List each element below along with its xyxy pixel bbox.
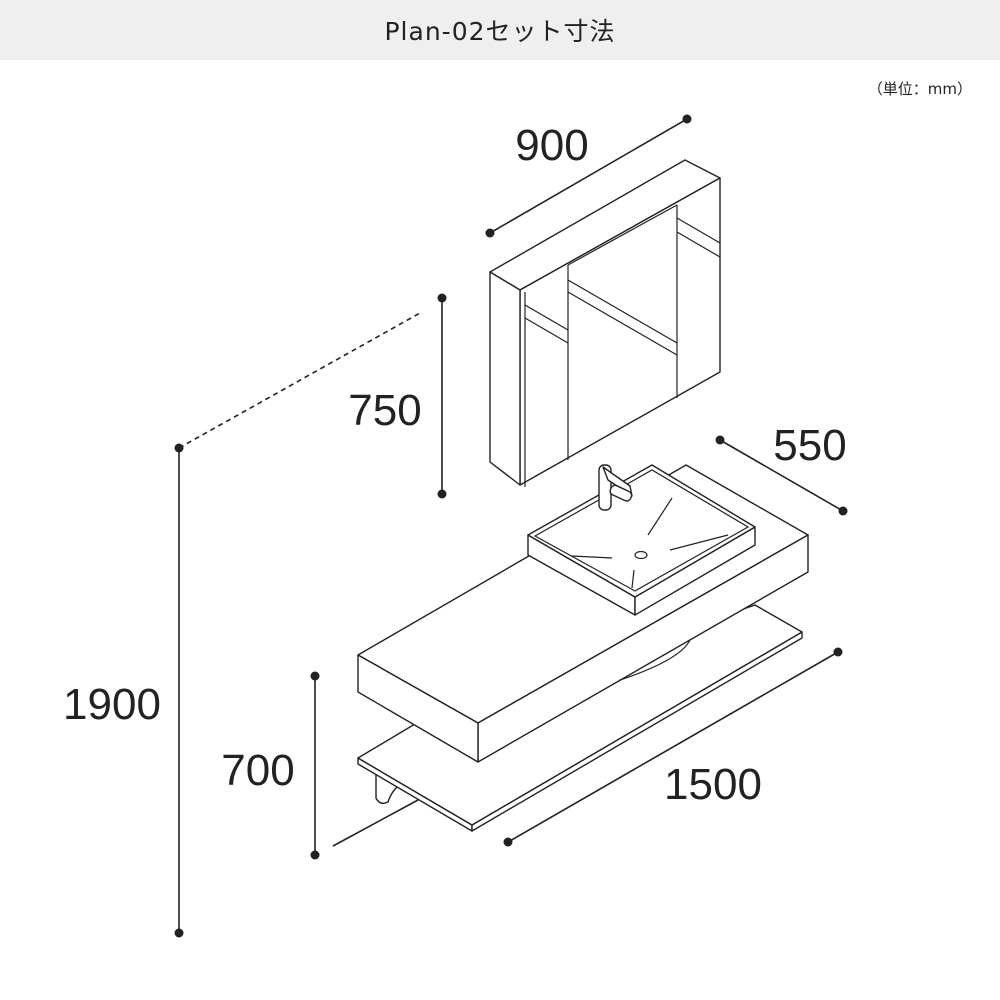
dimension-label-550: 550 xyxy=(773,421,846,470)
vessel-sink xyxy=(527,464,756,616)
header-bar: Plan-02セット寸法 xyxy=(0,0,1000,60)
dimension-label-750: 750 xyxy=(348,386,421,435)
page-title: Plan-02セット寸法 xyxy=(384,17,616,46)
dimension-label-700: 700 xyxy=(221,746,294,795)
faucet xyxy=(598,464,633,511)
unit-label: （単位：mm） xyxy=(867,80,972,98)
lower-shelf xyxy=(357,604,803,832)
dimension-label-1500: 1500 xyxy=(664,760,762,809)
mirror-cabinet xyxy=(489,159,721,487)
dimension-label-1900: 1900 xyxy=(63,680,161,729)
dimension-lines xyxy=(174,114,848,938)
dimension-label-900: 900 xyxy=(515,121,588,170)
